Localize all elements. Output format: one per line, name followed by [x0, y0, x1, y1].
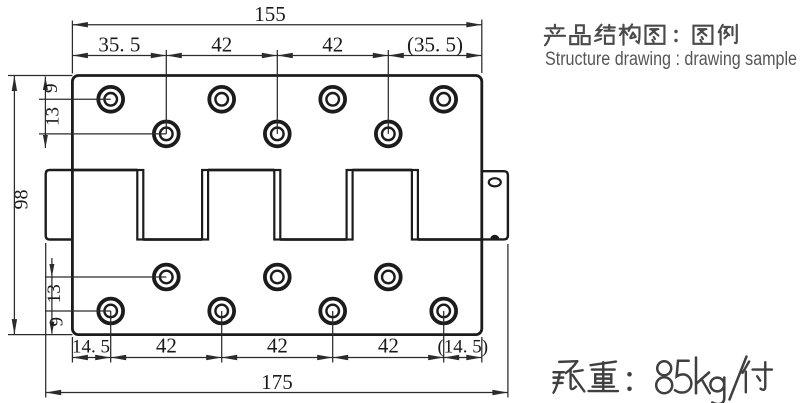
- svg-text:35. 5: 35. 5: [98, 32, 140, 56]
- svg-text:13: 13: [43, 107, 64, 126]
- svg-text:9: 9: [41, 83, 62, 93]
- svg-text:(14. 5): (14. 5): [437, 337, 488, 358]
- svg-text:42: 42: [211, 32, 232, 56]
- svg-text:98: 98: [11, 190, 33, 210]
- svg-text:Structure drawing : drawing sa: Structure drawing : drawing sample: [545, 49, 797, 70]
- svg-text:42: 42: [378, 334, 399, 358]
- svg-text:14. 5: 14. 5: [72, 337, 110, 358]
- svg-text:42: 42: [322, 32, 343, 56]
- svg-text:(35. 5): (35. 5): [407, 32, 463, 56]
- svg-text:155: 155: [254, 2, 286, 26]
- svg-text:13: 13: [44, 284, 65, 303]
- svg-text:42: 42: [267, 334, 288, 358]
- svg-text:42: 42: [156, 334, 177, 358]
- svg-text:9: 9: [47, 317, 68, 327]
- svg-text:175: 175: [261, 370, 293, 394]
